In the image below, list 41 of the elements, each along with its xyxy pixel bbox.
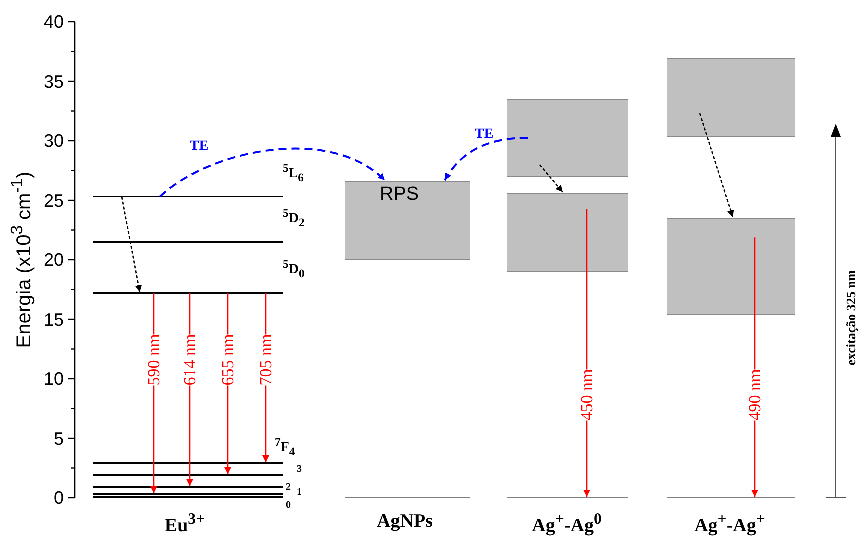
dashed-arrow — [159, 148, 386, 198]
level-label: $^{5}$L$_{6}$ — [283, 160, 304, 186]
energy-band — [345, 181, 470, 260]
edge-label: 655 nm — [220, 334, 236, 386]
category-label: Eu$^{3+}$ — [164, 512, 206, 536]
level-label: 3 — [297, 463, 302, 478]
edge-label: 450 nm — [578, 369, 596, 421]
category-label: Ag$^{+}$-Ag$^{0}$ — [532, 512, 602, 536]
tick-label: 20 — [44, 251, 64, 269]
tick-label: 40 — [44, 13, 64, 31]
energy-band — [507, 99, 628, 177]
level-label: $^{7}$F$_{4}$ — [275, 435, 296, 461]
tick-label: 35 — [44, 72, 64, 90]
tick-label: 30 — [44, 132, 64, 150]
tick-label: 0 — [54, 489, 64, 507]
tick-label: 15 — [44, 310, 64, 328]
tick-label: 5 — [54, 430, 64, 448]
category-label: AgNPs — [377, 512, 433, 531]
dashed-arrow — [121, 196, 142, 292]
level-label: $^{5}$D$_{2}$ — [283, 206, 305, 232]
level-label: $^{5}$D$_{0}$ — [283, 257, 305, 283]
dashed-arrow — [699, 113, 734, 218]
edge-label: 705 nm — [258, 334, 274, 386]
edge-label: 490 nm — [746, 369, 764, 421]
level-label: 2 — [286, 481, 291, 496]
level-label: 1 — [297, 486, 302, 500]
edge-label: 614 nm — [182, 334, 198, 386]
edge-label: TE — [190, 140, 209, 154]
axis-title: excitação 325 nm — [844, 270, 858, 366]
dashed-arrow — [444, 137, 528, 181]
edge-label: 590 nm — [146, 334, 162, 386]
tick-label: 25 — [44, 192, 64, 210]
energy-band — [667, 58, 795, 138]
category-label: Ag$^{+}$-Ag$^{+}$ — [694, 512, 766, 536]
band-label: RPS — [380, 184, 420, 206]
energy-band — [507, 193, 628, 272]
edge-label: TE — [475, 128, 494, 142]
energy-band — [667, 218, 795, 315]
level-label: 0 — [286, 499, 291, 514]
tick-label: 10 — [44, 370, 64, 388]
dashed-arrow — [540, 164, 564, 193]
